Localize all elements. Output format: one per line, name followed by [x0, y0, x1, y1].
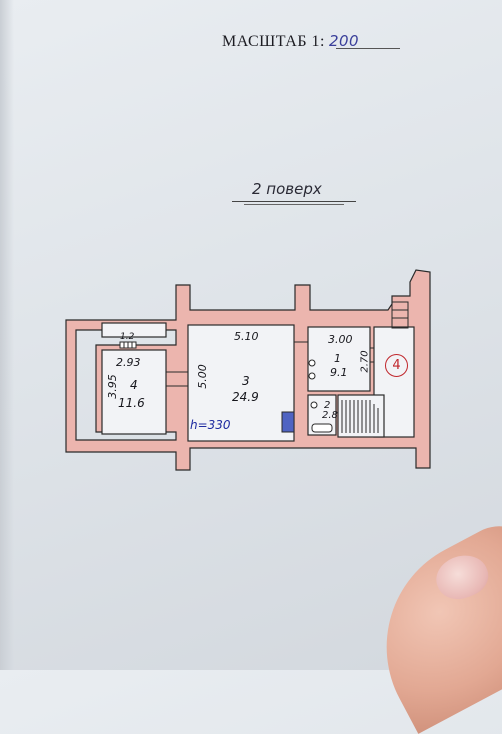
floor-plan [65, 269, 431, 471]
walls [65, 269, 431, 471]
room-4-number: 4 [130, 378, 138, 392]
floor-title-underline [232, 201, 356, 202]
scale-header: МАСШТАБ 1:200 [222, 32, 359, 51]
room-4-width: 2.93 [116, 356, 141, 369]
openings [119, 341, 374, 387]
fixtures [281, 359, 333, 433]
upper-stair [391, 301, 409, 329]
scale-underline [336, 48, 400, 49]
stair-hatch [341, 400, 379, 433]
scale-label: МАСШТАБ 1: [222, 33, 325, 50]
room-4-depth: 3.95 [105, 374, 119, 399]
room-1-area: 9.1 [330, 366, 348, 379]
ceiling-height: h=330 [190, 418, 231, 432]
floor-title: 2 поверх [252, 180, 322, 198]
room-2-area: 2.8 [322, 410, 338, 421]
room-1-width: 3.00 [328, 333, 353, 346]
room-3-number: 3 [242, 374, 250, 388]
paper-edge [0, 0, 14, 670]
room-1-depth: 2.70 [359, 350, 371, 373]
room-2-number: 2 [324, 400, 331, 411]
room-1-number: 1 [334, 352, 341, 365]
stair-marker: 4 [385, 354, 408, 377]
corridor-label: 1.2 [120, 332, 135, 342]
floor-title-underline-2 [244, 204, 344, 205]
room-3-depth: 5.00 [195, 364, 209, 389]
room-3-width: 5.10 [234, 330, 259, 343]
scale-value: 200 [328, 32, 360, 50]
room-3-area: 24.9 [232, 390, 259, 404]
room-4-area: 11.6 [118, 396, 145, 410]
